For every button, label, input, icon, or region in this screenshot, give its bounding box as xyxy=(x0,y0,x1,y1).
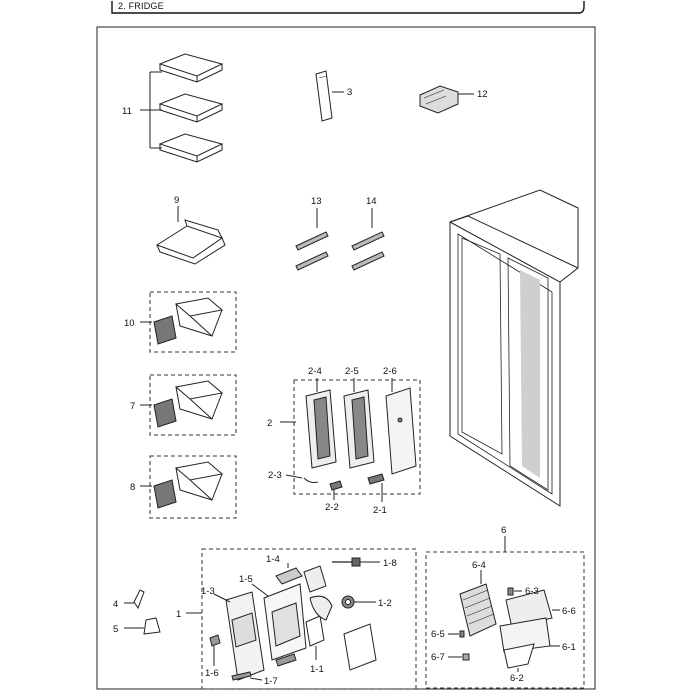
part-6-5 xyxy=(459,630,465,638)
part-6-3 xyxy=(507,587,514,596)
group-box-8 xyxy=(149,455,237,519)
part-13 xyxy=(295,231,329,271)
callout-1-6: 1-6 xyxy=(205,668,219,679)
callout-9: 9 xyxy=(174,195,179,206)
group-box-1 xyxy=(201,548,417,690)
part-9 xyxy=(155,219,226,265)
header-tab-shape xyxy=(111,1,585,14)
fridge-cabinet xyxy=(449,189,579,507)
part-6-2 xyxy=(503,643,535,669)
callout-2: 2 xyxy=(267,418,272,429)
evaporator-texture xyxy=(520,270,540,478)
callout-6: 6 xyxy=(501,525,506,536)
part-3 xyxy=(315,70,333,122)
part-2-2 xyxy=(329,480,343,491)
leader-11 xyxy=(140,71,162,149)
callout-3: 3 xyxy=(347,87,352,98)
diagram-frame xyxy=(96,26,596,690)
callout-12: 12 xyxy=(477,89,488,100)
part-2-4 xyxy=(305,389,337,469)
part-12 xyxy=(419,85,459,114)
callout-1-4: 1-4 xyxy=(266,554,280,565)
part-1-6 xyxy=(209,634,221,647)
section-title: 2. FRIDGE xyxy=(118,1,164,11)
callout-1-7: 1-7 xyxy=(264,676,278,687)
callout-6-7: 6-7 xyxy=(431,652,445,663)
part-drawer-7 xyxy=(153,380,224,428)
part-4 xyxy=(133,589,145,610)
callout-6-6: 6-6 xyxy=(562,606,576,617)
part-1-2 xyxy=(341,595,355,609)
callout-1-3: 1-3 xyxy=(201,586,215,597)
callout-10: 10 xyxy=(124,318,135,329)
leader-1-3 xyxy=(213,593,231,603)
part-2-3 xyxy=(303,477,319,483)
callout-14: 14 xyxy=(366,196,377,207)
part-6-4 xyxy=(459,583,497,637)
leader-2-3 xyxy=(285,474,303,479)
callout-6-1: 6-1 xyxy=(562,642,576,653)
part-1-3 xyxy=(225,591,265,681)
part-2-6 xyxy=(385,387,417,475)
callout-1-1: 1-1 xyxy=(310,664,324,675)
callout-1-2: 1-2 xyxy=(378,598,392,609)
callout-1-8: 1-8 xyxy=(383,558,397,569)
part-shelf-11 xyxy=(158,53,224,163)
group-box-6 xyxy=(425,551,585,689)
part-drawer-8 xyxy=(153,461,224,509)
callout-6-2: 6-2 xyxy=(510,673,524,684)
callout-6-3: 6-3 xyxy=(525,586,539,597)
callout-8: 8 xyxy=(130,482,135,493)
callout-11: 11 xyxy=(122,106,132,117)
callout-1: 1 xyxy=(176,609,181,620)
callout-2-3: 2-3 xyxy=(268,470,282,481)
part-6-7 xyxy=(462,653,470,661)
callout-2-5: 2-5 xyxy=(345,366,359,377)
callout-6-5: 6-5 xyxy=(431,629,445,640)
part-1-1 xyxy=(305,595,377,671)
callout-2-6: 2-6 xyxy=(383,366,397,377)
part-drawer-10 xyxy=(153,297,224,345)
callout-5: 5 xyxy=(113,624,118,635)
callout-2-2: 2-2 xyxy=(325,502,339,513)
part-14 xyxy=(351,231,385,271)
callout-6-4: 6-4 xyxy=(472,560,486,571)
part-1-8 xyxy=(332,557,361,567)
group-box-2 xyxy=(293,379,421,495)
callout-2-1: 2-1 xyxy=(373,505,387,516)
part-1-4 xyxy=(275,565,327,593)
leader-1-5 xyxy=(251,583,269,597)
part-5 xyxy=(143,617,161,635)
callout-2-4: 2-4 xyxy=(308,366,322,377)
callout-4: 4 xyxy=(113,599,118,610)
callout-13: 13 xyxy=(311,196,322,207)
part-2-1 xyxy=(367,473,385,485)
part-1-5 xyxy=(263,583,307,661)
callout-7: 7 xyxy=(130,401,135,412)
page-header: 2. FRIDGE xyxy=(110,0,585,14)
part-1-7 xyxy=(231,653,297,681)
part-2-5 xyxy=(343,389,375,469)
leader-1-7 xyxy=(249,677,263,681)
callout-1-5: 1-5 xyxy=(239,574,253,585)
